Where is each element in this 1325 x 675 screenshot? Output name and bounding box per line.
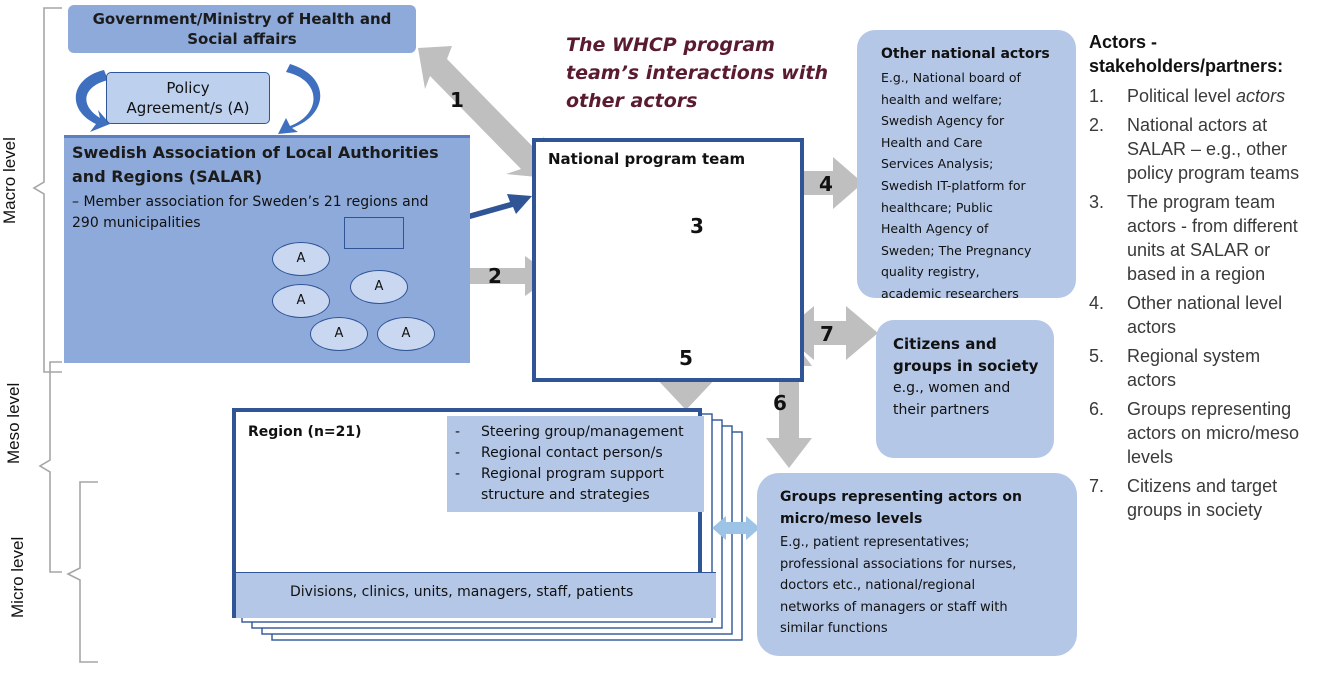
actors-list: 1.Political level actors 2.National acto… [1089,84,1323,522]
government-line-2: Social affairs [187,30,297,48]
arrow-number-4: 4 [819,172,833,196]
arrow-2 [427,256,553,296]
groups-line: similar functions [780,621,888,636]
arrow-number-2: 2 [488,264,502,288]
diagram-title-line-3: other actors [566,90,698,112]
region-item-2: -Regional contact person/s [455,445,663,461]
arrow-1 [418,46,548,178]
national-team-box [532,138,804,382]
other-national-box [857,30,1076,298]
groups-line: doctors etc., national/regional [780,578,976,593]
diagram-title-line-1: The WHCP program [566,34,775,56]
other-national-line: academic researchers [881,285,1019,301]
actors-title-1: Actors - [1089,32,1158,52]
groups-line: networks of managers or staff with [780,599,1008,615]
policy-line-1: Policy [166,79,210,97]
citizens-title-2: groups in society [893,357,1039,375]
agreement-ellipse: A [310,317,368,351]
actors-title-2: stakeholders/partners: [1089,56,1284,76]
arrow-number-3: 3 [690,214,704,238]
salar-inner-rect [344,217,404,249]
other-national-title: Other national actors [881,46,1050,62]
government-box: Government/Ministry of Health and Social… [68,5,416,53]
meso-bracket [38,361,62,573]
diagram-title-line-2: team’s interactions with [566,62,828,84]
salar-desc-2: 290 municipalities [72,215,201,231]
arrow-number-1: 1 [450,88,464,112]
groups-title-2: micro/meso levels [780,511,923,527]
national-team-label: National program team [548,150,746,168]
citizens-box [876,320,1054,458]
region-bottom-bar [236,572,716,618]
salar-desc-1: – Member association for Sweden’s 21 reg… [72,194,429,210]
groups-list: E.g., patient representatives; professio… [780,532,1016,640]
agreement-ellipse: A [272,284,330,318]
other-national-line: quality registry, [881,264,980,280]
actors-panel: Actors - stakeholders/partners: 1.Politi… [1089,30,1323,527]
policy-agreement-box: Policy Agreement/s (A) [106,72,270,124]
salar-title-2: and Regions (SALAR) [72,167,263,186]
other-national-line: Sweden; The Pregnancy [881,242,1032,258]
arrow-number-5: 5 [679,346,693,370]
arrow-7 [782,306,878,360]
citizens-line-2: their partners [893,402,990,418]
other-national-line: Health Agency of [881,221,989,237]
other-national-line: Health and Care [881,134,983,150]
groups-line: E.g., patient representatives; [780,535,970,550]
region-item-3: -Regional program support [455,466,664,482]
region-item-3-cont: structure and strategies [481,487,650,503]
region-item-1: -Steering group/management [455,424,684,440]
micro-bracket [66,481,98,663]
groups-line: professional associations for nurses, [780,556,1017,572]
policy-cycle-arrows [75,64,321,134]
citizens-title-1: Citizens and [893,335,997,353]
groups-box [757,473,1077,656]
agreement-ellipse: A [350,270,408,304]
macro-bracket [32,7,62,373]
government-line-1: Government/Ministry of Health and [92,10,392,28]
arrow-number-6: 6 [773,391,787,415]
other-national-line: healthcare; Public [881,199,993,215]
other-national-line: E.g., National board of [881,70,1021,85]
other-national-line: Swedish IT-platform for [881,177,1026,193]
region-groups-arrow [712,516,760,540]
region-bottom-label: Divisions, clinics, units, managers, sta… [290,584,634,600]
other-national-line: Swedish Agency for [881,113,1005,129]
citizens-line-1: e.g., women and [893,380,1011,396]
other-national-line: Services Analysis; [881,156,994,172]
region-title: Region (n=21) [248,424,362,440]
salar-title-1: Swedish Association of Local Authorities [72,143,439,162]
arrow-6 [766,335,812,468]
region-management-box [447,416,704,512]
other-national-line: health and welfare; [881,91,1003,107]
region-management-list: -Steering group/management -Regional con… [455,422,684,506]
meso-level-label: Meso level [4,382,23,464]
agreement-ellipse: A [272,242,330,276]
groups-title-1: Groups representing actors on [780,489,1022,505]
arrow-number-7: 7 [820,322,834,346]
actors-item-1: 1.Political level actors [1089,86,1286,106]
micro-level-label: Micro level [8,536,27,618]
macro-level-label: Macro level [0,137,19,224]
level-brackets [32,7,98,663]
agreement-ellipse: A [377,317,435,351]
policy-line-2: Agreement/s (A) [126,99,250,117]
other-national-list: E.g., National board of health and welfa… [881,67,1031,305]
